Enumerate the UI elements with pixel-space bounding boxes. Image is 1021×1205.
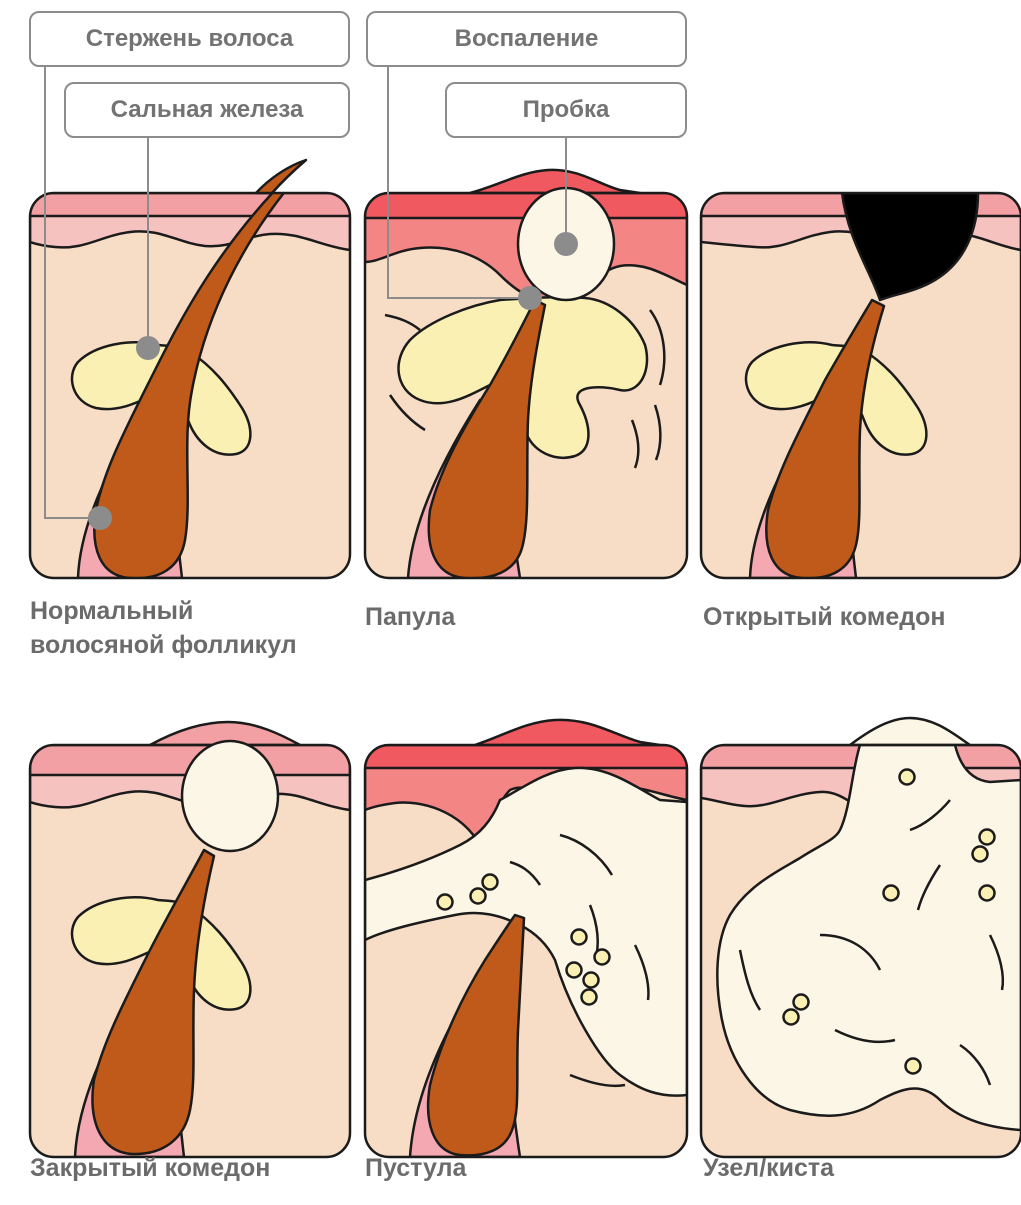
- panel-open-comedo: [699, 191, 1021, 580]
- inflammation-dot: [518, 286, 542, 310]
- caption-open-comedo: Открытый комедон: [703, 603, 946, 631]
- callout-sebaceous-gland: Сальная железа: [64, 82, 350, 138]
- callout-hair-shaft-label: Стержень волоса: [85, 25, 294, 52]
- hair: [765, 298, 886, 578]
- inflamed-surface: [365, 745, 687, 770]
- caption-normal-line2: волосяной фолликул: [30, 631, 297, 659]
- caption-closed-comedo: Закрытый комедон: [30, 1154, 271, 1182]
- inflamed-bump: [473, 718, 662, 747]
- hair: [426, 913, 526, 1157]
- callout-inflammation-label: Воспаление: [454, 25, 599, 52]
- panel-closed-comedo: [28, 720, 352, 1159]
- blackhead-plug: [840, 193, 980, 302]
- caption-papule: Папула: [365, 603, 456, 631]
- callout-plug: Пробка: [445, 82, 687, 138]
- callout-hair-shaft: Стержень волоса: [29, 11, 350, 67]
- panel-papule: [363, 168, 689, 580]
- caption-pustule: Пустула: [365, 1154, 467, 1182]
- callout-pointers: [44, 66, 567, 519]
- sebaceous-gland-dot: [136, 336, 160, 360]
- callout-sebaceous-gland-label: Сальная железа: [110, 96, 304, 123]
- caption-nodule-cyst: Узел/киста: [703, 1154, 835, 1182]
- closed-plug: [180, 739, 280, 853]
- cyst-body: [716, 745, 1021, 1132]
- inflamed-bump: [468, 168, 642, 195]
- hair: [91, 848, 216, 1156]
- cyst-lines: [738, 799, 1005, 1086]
- inflammation-lines: [384, 309, 666, 469]
- panel-normal-follicle: [28, 158, 352, 580]
- bump: [148, 720, 302, 747]
- caption-normal-line1: Нормальный: [30, 597, 194, 625]
- pus-body: [365, 766, 687, 1097]
- skin-surface: [30, 193, 350, 218]
- callout-inflammation: Воспаление: [366, 11, 687, 67]
- cyst-cells: [782, 768, 996, 1075]
- panel-nodule-cyst: [699, 716, 1021, 1159]
- callout-dots: [88, 232, 578, 530]
- callout-plug-label: Пробка: [522, 96, 610, 123]
- pus-cells: [436, 873, 611, 1006]
- panel-pustule: [363, 718, 689, 1159]
- sebaceous-gland: [744, 341, 928, 456]
- plug-dot: [554, 232, 578, 256]
- hair: [427, 298, 547, 578]
- bump: [848, 716, 972, 747]
- caption-normal-follicle: Нормальный волосяной фолликул: [30, 594, 297, 662]
- hair-tip: [254, 158, 308, 195]
- hair-shaft-dot: [88, 506, 112, 530]
